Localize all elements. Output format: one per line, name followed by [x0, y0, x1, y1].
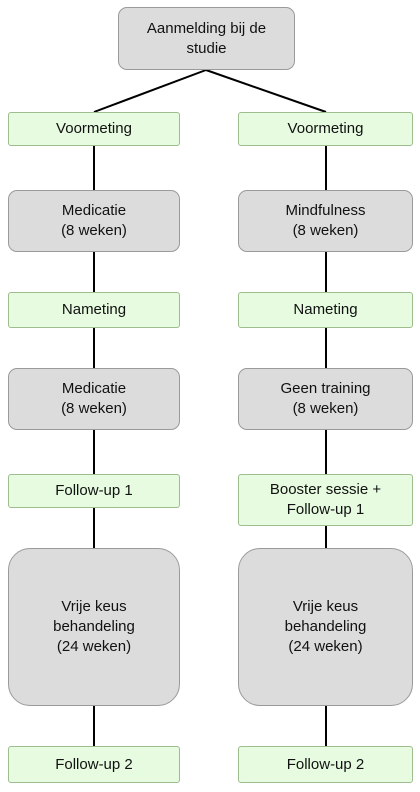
node-left-baseline: Voormeting	[8, 112, 180, 146]
node-left-medication-2: Medicatie (8 weken)	[8, 368, 180, 430]
node-left-post-measurement: Nameting	[8, 292, 180, 328]
node-left-follow-up-1: Follow-up 1	[8, 474, 180, 508]
node-right-baseline: Voormeting	[238, 112, 413, 146]
node-registration: Aanmelding bij de studie	[118, 7, 295, 70]
node-right-follow-up-2: Follow-up 2	[238, 746, 413, 783]
connector-top-to-left	[93, 69, 207, 113]
node-right-no-training: Geen training (8 weken)	[238, 368, 413, 430]
connector-top-to-right	[205, 69, 327, 113]
node-right-free-choice-treatment: Vrije keus behandeling (24 weken)	[238, 548, 413, 706]
node-right-mindfulness: Mindfulness (8 weken)	[238, 190, 413, 252]
node-left-free-choice-treatment: Vrije keus behandeling (24 weken)	[8, 548, 180, 706]
node-left-follow-up-2: Follow-up 2	[8, 746, 180, 783]
node-left-medication-1: Medicatie (8 weken)	[8, 190, 180, 252]
node-right-booster-follow-up-1: Booster sessie + Follow-up 1	[238, 474, 413, 526]
node-right-post-measurement: Nameting	[238, 292, 413, 328]
